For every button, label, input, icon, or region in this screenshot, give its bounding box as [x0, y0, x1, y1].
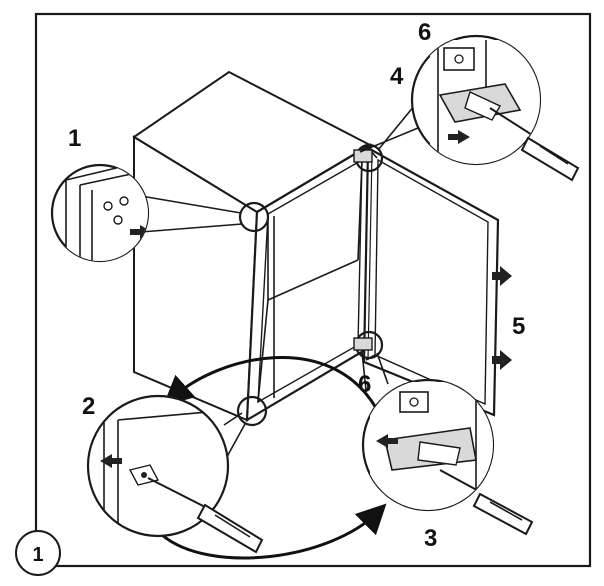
- figure-number-badge: [15, 530, 61, 576]
- arrow-hinge-transfer-bottom: [161, 503, 387, 560]
- cabinet: [132, 70, 373, 422]
- arrow-hinge-transfer-top: [163, 355, 378, 409]
- hinge-bottom: [353, 337, 373, 351]
- detail-1-top-hinge-cover: [50, 163, 150, 263]
- detail-3-bottom-hinge: [361, 378, 534, 536]
- detail-4-top-hinge: [410, 34, 580, 182]
- callout-6-top: 6: [418, 19, 431, 46]
- hinge-bottom-left-marker: [236, 395, 268, 427]
- screwdriver-icon: [472, 492, 534, 536]
- callout-6-bottom: 6: [358, 371, 371, 398]
- callout-1: 1: [68, 125, 81, 152]
- callout-2: 2: [82, 393, 95, 420]
- detail-2-bottom-hinge-cover: [86, 394, 264, 554]
- screwdriver-icon: [520, 136, 580, 182]
- door-removal-arrows: [492, 266, 512, 370]
- hinge-top-left-marker: [238, 201, 270, 233]
- callout-4: 4: [390, 63, 404, 90]
- figure-frame: [34, 12, 592, 568]
- screwdriver-icon: [196, 503, 264, 554]
- callout-5: 5: [512, 313, 525, 340]
- callout-3: 3: [424, 525, 437, 552]
- figure-number: 1: [32, 544, 43, 566]
- hinge-top: [353, 149, 373, 163]
